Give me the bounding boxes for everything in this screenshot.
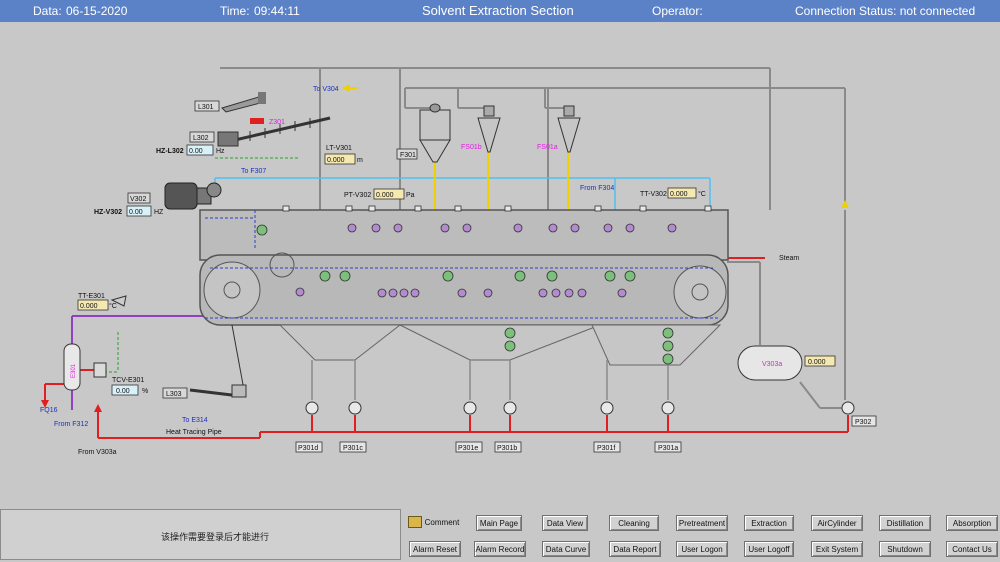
unit-tt-v302: °C (698, 190, 706, 198)
status-header: Data: 06-15-2020 Time: 09:44:11 Solvent … (0, 0, 1000, 22)
time-value: 09:44:11 (254, 4, 300, 18)
label-hz-l302: HZ-L302 (156, 148, 184, 155)
value-v303a: 0.000 (808, 359, 826, 366)
label-p302: P302 (855, 419, 871, 426)
label-pt-v302: PT-V302 (344, 192, 371, 199)
unit-tcv-e301: % (142, 388, 148, 395)
date-value: 06-15-2020 (66, 4, 128, 18)
label-p301b: P301b (497, 445, 517, 452)
unit-pt-v302: Pa (406, 192, 415, 199)
label-v302: V302 (130, 196, 146, 203)
label-v303a: V303a (762, 361, 782, 368)
label-l303: L303 (166, 391, 182, 398)
shutdown-button[interactable]: Shutdown (879, 541, 931, 557)
user-logon-button[interactable]: User Logon (676, 541, 728, 557)
comment-icon[interactable] (408, 516, 422, 528)
label-to-f307: To F307 (241, 168, 266, 175)
label-tcv-e301: TCV-E301 (112, 377, 144, 384)
label-lt-v301: LT-V301 (326, 145, 352, 152)
value-tcv-e301: 0.00 (116, 388, 130, 395)
value-tt-v302: 0.000 (670, 191, 688, 198)
label-fs01a: FS01a (537, 144, 558, 151)
time-label: Time: (220, 4, 250, 18)
value-pt-v302: 0.000 (376, 192, 394, 199)
label-from-f312: From F312 (54, 421, 88, 428)
label-tt-v302: TT-V302 (640, 191, 667, 198)
alarm-reset-button[interactable]: Alarm Reset (409, 541, 461, 557)
connection-status: Connection Status: not connected (795, 4, 976, 18)
unit-lt-v301: m (357, 157, 363, 164)
label-heat-tracing-pipe: Heat Tracing Pipe (166, 429, 222, 436)
label-steam: Steam (779, 255, 799, 262)
cleaning-button[interactable]: Cleaning (609, 515, 659, 531)
label-to-e314: To E314 (182, 417, 208, 424)
label-p301d: P301d (298, 445, 318, 452)
pretreatment-button[interactable]: Pretreatment (676, 515, 728, 531)
extraction-button[interactable]: Extraction (744, 515, 794, 531)
label-hz-v302: HZ-V302 (94, 209, 122, 216)
data-view-button[interactable]: Data View (542, 515, 588, 531)
unit-hz-l302: Hz (216, 148, 225, 155)
label-to-v304: To V304 (313, 86, 339, 93)
data-curve-button[interactable]: Data Curve (542, 541, 590, 557)
value-hz-l302: 0.00 (189, 148, 203, 155)
label-f301: F301 (400, 152, 416, 159)
user-logoff-button[interactable]: User Logoff (744, 541, 794, 557)
label-fq16: FQ16 (40, 407, 58, 414)
label-e301: E301 (71, 363, 77, 378)
unit-hz-v302: HZ (154, 209, 164, 216)
value-lt-v301: 0.000 (327, 157, 345, 164)
label-l301: L301 (198, 104, 214, 111)
date-label: Data: (33, 4, 62, 18)
label-fs01b: FS01b (461, 144, 482, 151)
operator-label: Operator: (652, 4, 703, 18)
label-p301a: P301a (658, 445, 678, 452)
exit-system-button[interactable]: Exit System (811, 541, 863, 557)
unit-tt-e301: °C (109, 302, 117, 310)
alarm-record-button[interactable]: Alarm Record (474, 541, 526, 557)
page-title: Solvent Extraction Section (422, 3, 574, 18)
comment-button[interactable]: Comment (424, 518, 460, 527)
distillation-button[interactable]: Distillation (879, 515, 931, 531)
aircylinder-button[interactable]: AirCylinder (811, 515, 863, 531)
message-panel: 该操作需要登录后才能进行 (0, 509, 401, 560)
absorption-button[interactable]: Absorption (946, 515, 998, 531)
value-hz-v302: 0.00 (129, 209, 143, 216)
label-p301c: P301c (343, 445, 363, 452)
main-page-button[interactable]: Main Page (476, 515, 522, 531)
label-tt-e301: TT-E301 (78, 293, 105, 300)
label-l302: L302 (193, 135, 209, 142)
message-text: 该操作需要登录后才能进行 (161, 532, 270, 542)
value-tt-e301: 0.000 (80, 303, 98, 310)
label-p301e: P301e (458, 445, 478, 452)
label-p301f: P301f (597, 445, 615, 452)
label-from-f304: From F304 (580, 185, 614, 192)
label-z301: Z301 (269, 119, 285, 126)
contact-us-button[interactable]: Contact Us (946, 541, 998, 557)
label-from-v303a: From V303a (78, 449, 117, 456)
process-diagram: L301 Z301 L302 HZ-L302 0.00 Hz LT-V301 0… (40, 67, 877, 456)
data-report-button[interactable]: Data Report (609, 541, 661, 557)
